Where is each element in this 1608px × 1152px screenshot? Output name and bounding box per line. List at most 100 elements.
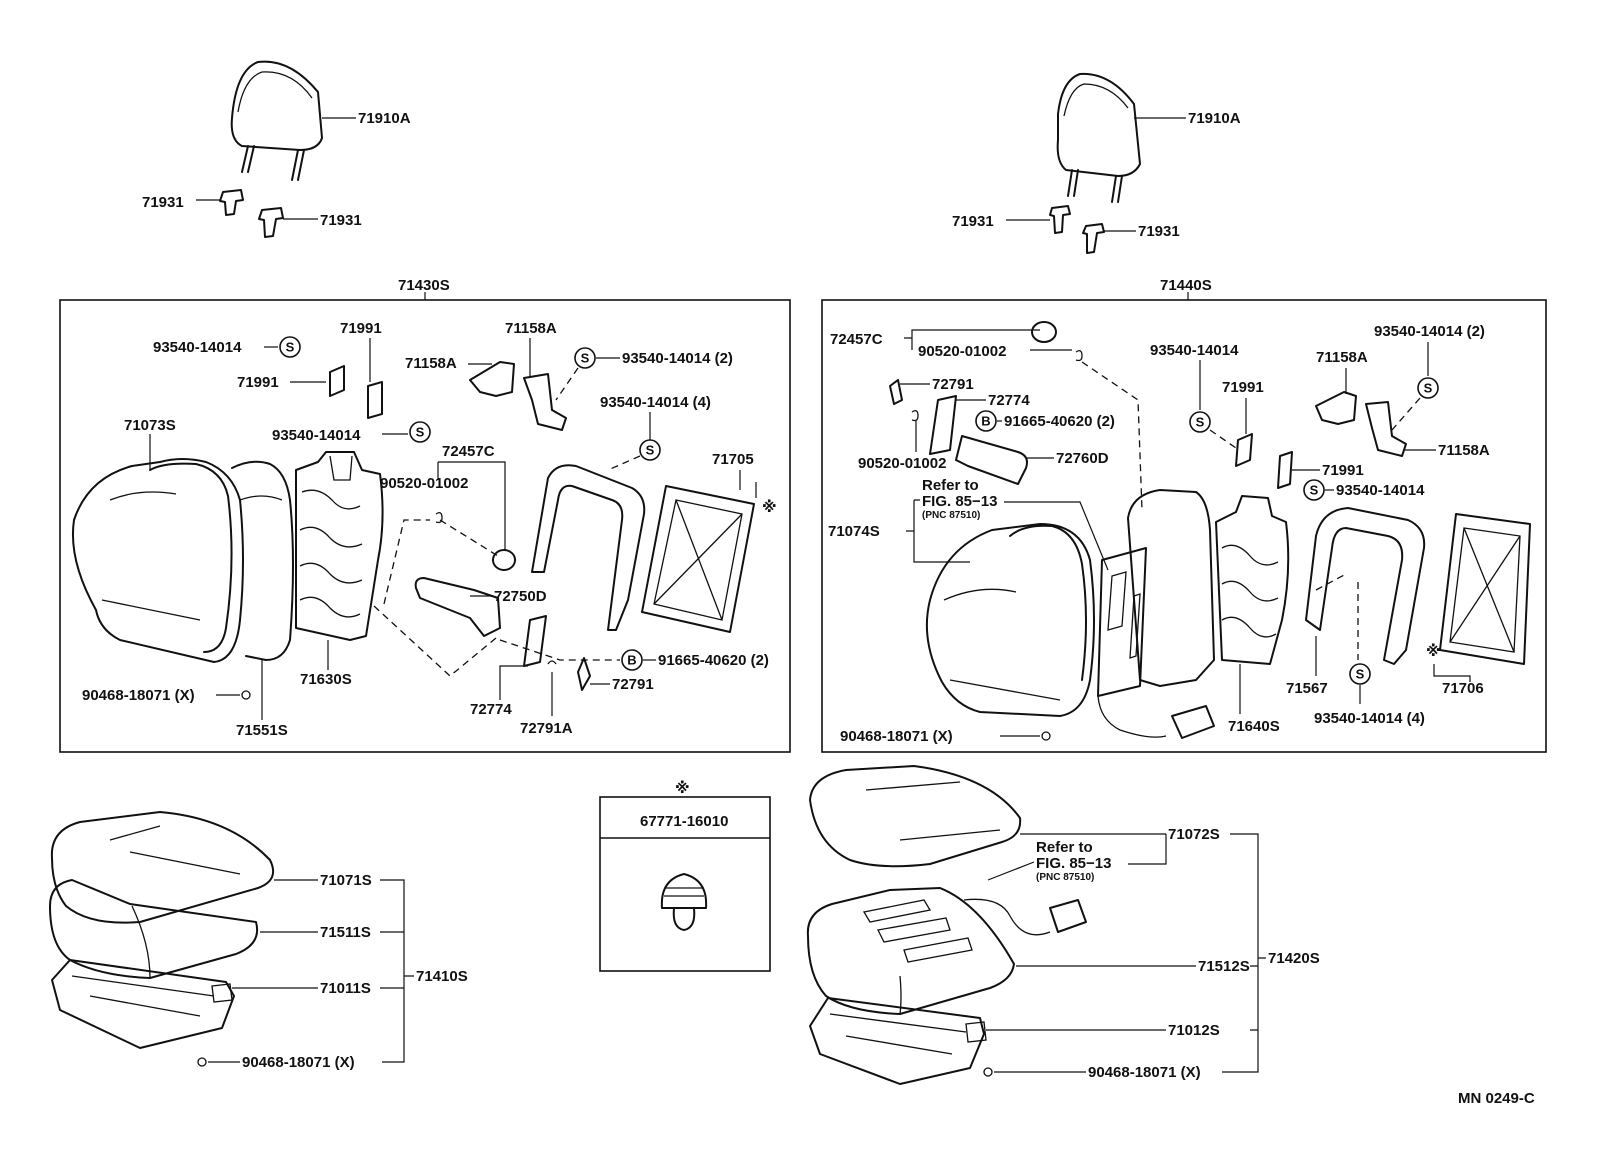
label-71567: 71567 bbox=[1286, 680, 1328, 697]
label-hog-ring-left-back: 90468-18071 (X) bbox=[82, 687, 195, 704]
label-72774-right: 72774 bbox=[988, 392, 1030, 409]
hog-ring-cushion-right-icon bbox=[983, 1067, 993, 1077]
label-72774-left: 72774 bbox=[470, 701, 512, 718]
screw-symbol-text: S bbox=[1310, 483, 1319, 498]
right-headrest-support-b bbox=[1082, 223, 1105, 254]
label-71931-left-b: 71931 bbox=[320, 212, 362, 229]
right-seatback-cover-drawing bbox=[925, 523, 1095, 717]
screw-symbol-text: S bbox=[1424, 381, 1433, 396]
left-cushion-frame-drawing bbox=[51, 959, 235, 1049]
refer-to-line1-cushion: Refer to bbox=[1036, 839, 1093, 856]
pin-drawing bbox=[435, 512, 443, 524]
bracket-right-a-drawing bbox=[1315, 391, 1357, 425]
label-71640s: 71640S bbox=[1228, 718, 1280, 735]
label-71910a-left: 71910A bbox=[358, 110, 411, 127]
label-93540-14014-c-right: 93540-14014 bbox=[1336, 482, 1425, 499]
label-71511s: 71511S bbox=[320, 924, 371, 941]
right-side-pad-drawing bbox=[1305, 507, 1426, 665]
label-72457c-right: 72457C bbox=[830, 331, 883, 348]
label-71440s: 71440S bbox=[1160, 277, 1212, 294]
bracket-right-b-drawing bbox=[1365, 401, 1407, 457]
lever-right-drawing bbox=[955, 435, 1028, 485]
left-cushion-cover-drawing bbox=[50, 811, 274, 924]
refer-to-line2-back: FIG. 85−13 bbox=[922, 493, 997, 510]
label-93540-14014-b-right: 93540-14014 (2) bbox=[1374, 323, 1485, 340]
label-71012s: 71012S bbox=[1168, 1022, 1220, 1039]
label-90520-01002-left: 90520-01002 bbox=[380, 475, 468, 492]
refer-to-line1-back: Refer to bbox=[922, 477, 979, 494]
heater-connector-back-icon bbox=[1171, 705, 1215, 739]
spring-right-drawing bbox=[889, 379, 903, 405]
label-90520-01002-b-right: 90520-01002 bbox=[858, 455, 946, 472]
label-71158a-b-left: 71158A bbox=[405, 355, 457, 372]
refer-to-line3-back: (PNC 87510) bbox=[922, 510, 980, 521]
label-71931-left-a: 71931 bbox=[142, 194, 184, 211]
left-headrest-support-b bbox=[258, 207, 284, 238]
label-71158a-a-right: 71158A bbox=[1316, 349, 1368, 366]
heater-connector-cushion-icon bbox=[1049, 899, 1087, 933]
refer-to-line3-cushion: (PNC 87510) bbox=[1036, 872, 1094, 883]
note-symbol-clip: ※ bbox=[675, 779, 690, 797]
lever-72750d-drawing bbox=[414, 577, 501, 637]
label-71011s: 71011S bbox=[320, 980, 371, 997]
screw-symbol-icon bbox=[1303, 479, 1325, 501]
figure-code: MN 0249-C bbox=[1458, 1090, 1535, 1107]
screw-symbol-text: S bbox=[581, 351, 590, 366]
label-71706: 71706 bbox=[1442, 680, 1484, 697]
knob-drawing bbox=[492, 549, 516, 571]
right-seatback-box bbox=[821, 299, 1547, 753]
label-91665-40620-right: 91665-40620 (2) bbox=[1004, 413, 1115, 430]
label-hog-ring-right-cushion: 90468-18071 (X) bbox=[1088, 1064, 1201, 1081]
label-71705: 71705 bbox=[712, 451, 754, 468]
label-72791a-left: 72791A bbox=[520, 720, 573, 737]
label-93540-14014-d-left: 93540-14014 (4) bbox=[600, 394, 711, 411]
bolt-symbol-text: B bbox=[627, 653, 636, 668]
guide-right-a-drawing bbox=[1235, 433, 1253, 467]
screw-symbol-text: S bbox=[1356, 667, 1365, 682]
label-71074s: 71074S bbox=[828, 523, 880, 540]
left-seatback-frame-drawing bbox=[295, 451, 384, 641]
label-71931-right-a: 71931 bbox=[952, 213, 994, 230]
screw-symbol-icon bbox=[1417, 377, 1439, 399]
label-72750d-left: 72750D bbox=[494, 588, 547, 605]
left-side-frame-drawing bbox=[531, 464, 646, 631]
label-93540-14014-a-left: 93540-14014 bbox=[153, 339, 242, 356]
label-72791-right: 72791 bbox=[932, 376, 974, 393]
label-71512s: 71512S bbox=[1198, 958, 1250, 975]
screw-symbol-icon bbox=[409, 421, 431, 443]
bracket-b-drawing bbox=[523, 373, 567, 431]
note-symbol-left: ※ bbox=[762, 498, 777, 516]
label-71931-right-b: 71931 bbox=[1138, 223, 1180, 240]
label-hog-ring-left-cushion: 90468-18071 (X) bbox=[242, 1054, 355, 1071]
label-93540-14014-d-right: 93540-14014 (4) bbox=[1314, 710, 1425, 727]
bolt-symbol-icon bbox=[975, 410, 997, 432]
spring-drawing bbox=[547, 660, 557, 665]
screw-symbol-icon bbox=[639, 439, 661, 461]
pin-right-drawing bbox=[1075, 350, 1083, 362]
note-symbol-right: ※ bbox=[1426, 642, 1441, 660]
screw-symbol-text: S bbox=[416, 425, 425, 440]
screw-symbol-text: S bbox=[1196, 415, 1205, 430]
right-seatback-heater-drawing bbox=[1097, 547, 1167, 738]
screw-symbol-icon bbox=[1349, 663, 1371, 685]
label-71991-a-left: 71991 bbox=[340, 320, 382, 337]
label-67771-16010: 67771-16010 bbox=[640, 813, 728, 830]
label-hog-ring-right-back: 90468-18071 (X) bbox=[840, 728, 953, 745]
left-cushion-pad-drawing bbox=[49, 879, 258, 979]
label-71073s: 71073S bbox=[124, 417, 176, 434]
right-cushion-cover-drawing bbox=[809, 765, 1022, 868]
left-board-71705-drawing bbox=[641, 485, 755, 633]
label-71991-b-right: 71991 bbox=[1322, 462, 1364, 479]
guide-b-drawing bbox=[367, 381, 383, 419]
guide-a-drawing bbox=[329, 365, 345, 397]
bolt-symbol-text: B bbox=[981, 414, 990, 429]
label-71420s: 71420S bbox=[1268, 950, 1320, 967]
label-93540-14014-c-left: 93540-14014 (2) bbox=[622, 350, 733, 367]
screw-symbol-icon bbox=[1189, 411, 1211, 433]
spring-72791-drawing bbox=[577, 657, 591, 691]
label-72791-left: 72791 bbox=[612, 676, 654, 693]
label-71071s: 71071S bbox=[320, 872, 372, 889]
label-72457c-left: 72457C bbox=[442, 443, 495, 460]
label-71430s: 71430S bbox=[398, 277, 450, 294]
